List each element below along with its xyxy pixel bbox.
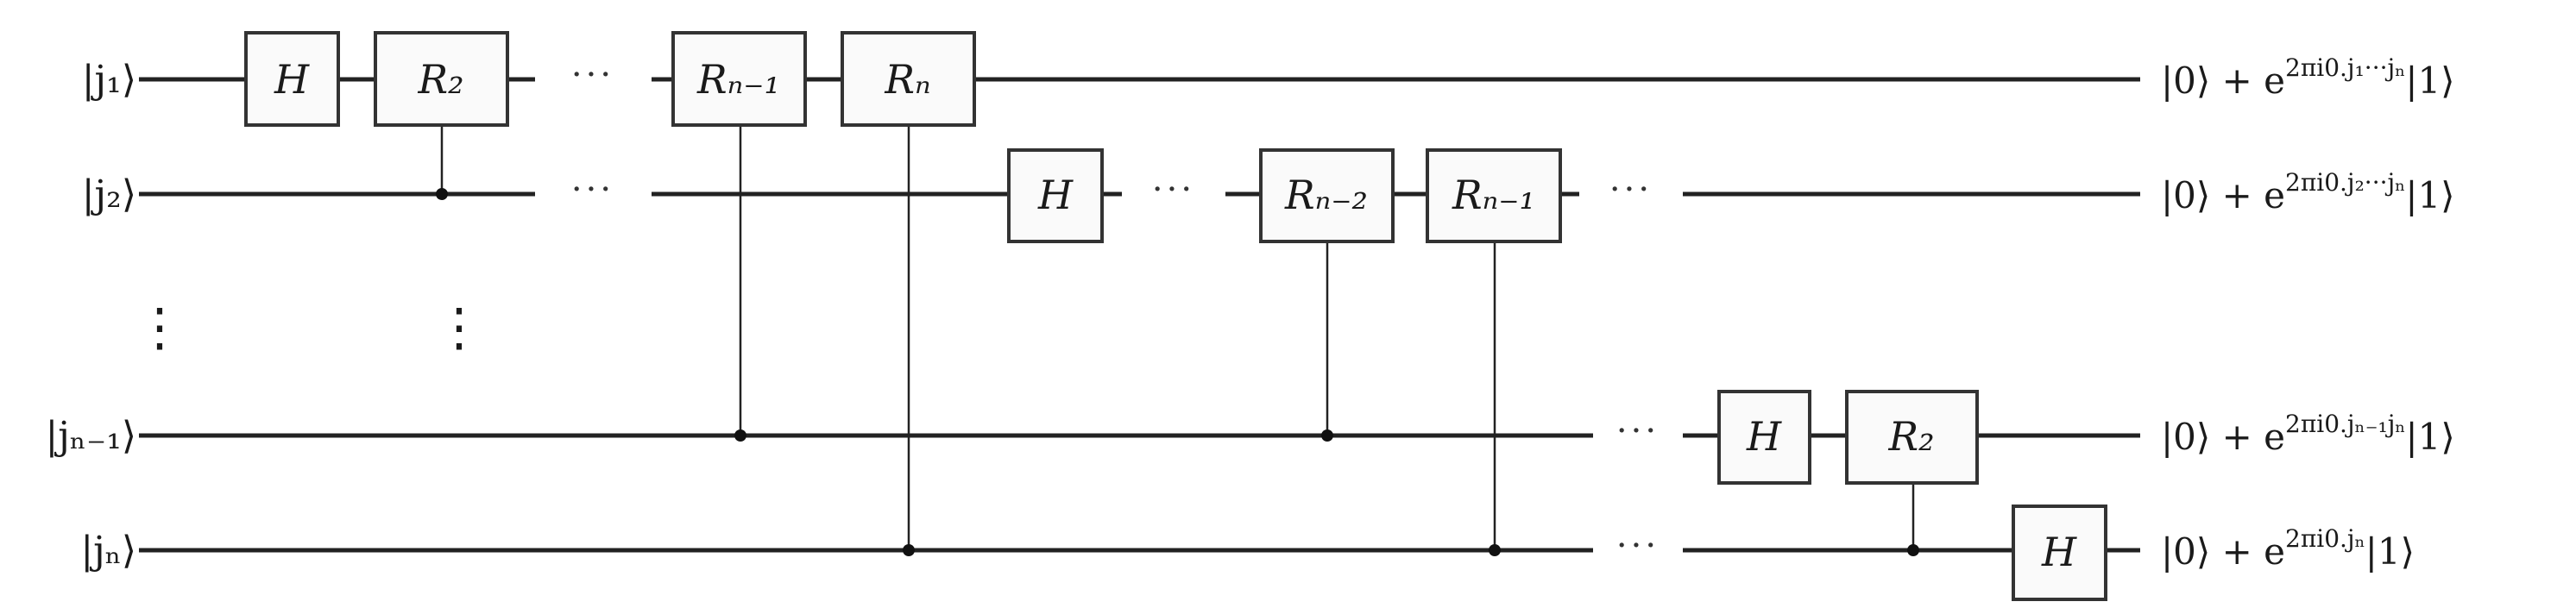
gate-label: H	[1037, 172, 1074, 218]
gate-h-4: H	[2012, 505, 2107, 601]
gate-rn: Rₙ	[841, 31, 976, 127]
control-dot	[1907, 544, 1919, 556]
output-state-n-1: |0⟩ + e2πi0.jₙ₋₁jₙ|1⟩	[2161, 410, 2455, 458]
ellipsis: ···	[1616, 411, 1660, 451]
output-state-1: |0⟩ + e2πi0.j₁···jₙ|1⟩	[2161, 53, 2455, 102]
control-dot	[1489, 544, 1501, 556]
output-state-2: |0⟩ + e2πi0.j₂···jₙ|1⟩	[2161, 168, 2455, 216]
gate-h-3: H	[1717, 390, 1811, 485]
output-state-n: |0⟩ + e2πi0.jₙ|1⟩	[2161, 524, 2415, 573]
ellipsis: ···	[1152, 170, 1195, 210]
input-labels: |j₁⟩ |j₂⟩ |jₙ₋₁⟩ |jₙ⟩	[45, 58, 136, 573]
ellipsis: ···	[1609, 170, 1653, 210]
gate-h-2: H	[1007, 148, 1104, 243]
gate-label: Rₙ₋₁	[1452, 172, 1535, 218]
input-ket-jn-1: |jₙ₋₁⟩	[45, 414, 136, 458]
wires	[139, 77, 2140, 553]
ellipsis: ···	[1616, 526, 1660, 566]
gate-label: R₂	[1887, 413, 1934, 460]
ellipsis: ···	[571, 170, 614, 210]
vertical-ellipsis: ⋮	[134, 298, 186, 358]
gate-label: R₂	[417, 56, 463, 103]
ellipses: ··· ··· ··· ··· ··· ··· ⋮ ⋮	[134, 55, 1660, 566]
gate-label: Rₙ	[884, 56, 930, 103]
control-dot	[734, 429, 746, 442]
gate-label: Rₙ₋₂	[1284, 172, 1368, 218]
input-ket-jn: |jₙ⟩	[80, 529, 136, 573]
input-ket-j2: |j₂⟩	[82, 172, 136, 216]
input-ket-j1: |j₁⟩	[82, 58, 136, 102]
control-dot	[436, 188, 448, 200]
gate-label: H	[1746, 413, 1782, 460]
control-dot	[1321, 429, 1333, 442]
ellipsis: ···	[571, 55, 614, 95]
control-lines	[436, 125, 1919, 556]
gate-rn-2: Rₙ₋₂	[1259, 148, 1395, 243]
gate-rn-1-2: Rₙ₋₁	[1426, 148, 1562, 243]
gate-r2-2: R₂	[1845, 390, 1979, 485]
gate-rn-1-1: Rₙ₋₁	[671, 31, 807, 127]
gate-label: H	[274, 56, 310, 103]
gate-h-1: H	[244, 31, 340, 127]
vertical-ellipsis: ⋮	[433, 298, 485, 358]
gate-r2-1: R₂	[374, 31, 509, 127]
gate-label: H	[2041, 529, 2077, 575]
output-labels: |0⟩ + e2πi0.j₁···jₙ|1⟩ |0⟩ + e2πi0.j₂···…	[2161, 53, 2455, 573]
control-dot	[903, 544, 915, 556]
gate-label: Rₙ₋₁	[696, 56, 780, 103]
